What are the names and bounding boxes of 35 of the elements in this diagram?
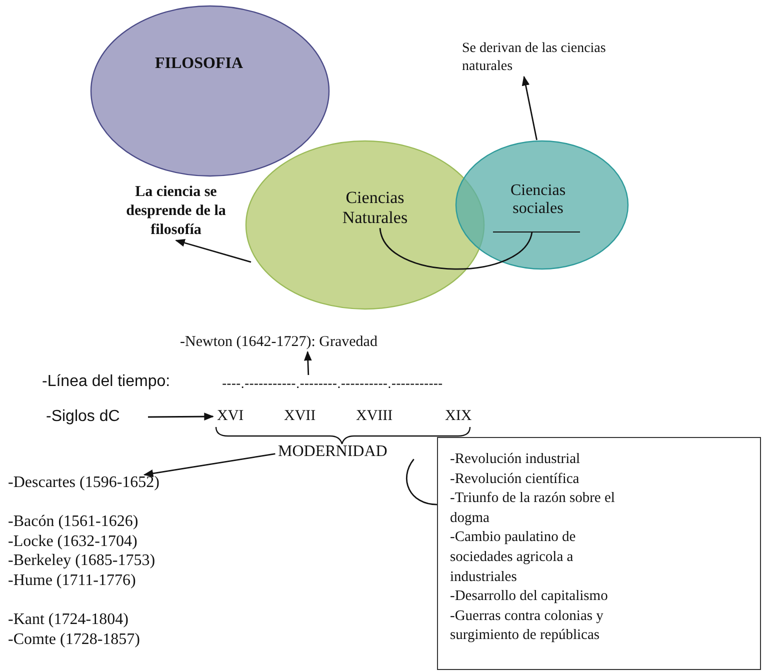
list-item: -Revolución industrial [450,450,580,469]
list-item: -Kant (1724-1804) [8,610,128,630]
list-item: -Hume (1711-1776) [8,570,136,591]
list-item: -Desarrollo del capitalismo [450,587,608,606]
connector-line [379,228,533,270]
century-numeral: XVI [217,408,257,425]
century-numeral: XVII [284,408,324,425]
century-numeral: XIX [445,408,485,425]
list-item: -Comte (1728-1857) [8,630,140,650]
arrow [522,76,538,140]
event-text: -Newton (1642-1727): Gravedad [180,334,470,351]
list-item: -Berkeley (1685-1753) [8,551,156,571]
timeline-dashes: ----.-----------.--------.----------.----------- [222,375,542,391]
list-item: -Descartes (1596-1652) [8,473,160,493]
arrow [304,350,312,376]
connector-line [406,458,438,506]
list-item: -Guerras contra colonias y surgimiento de repúblicas [450,606,604,646]
list-item: -Cambio paulatino de sociedades agricola a industriales [450,528,577,587]
arrow [175,239,252,263]
list-item: -Locke (1632-1704) [8,532,138,552]
list-item: -Revolución científica [450,470,580,489]
title-text: FILOSOFIA [154,55,244,73]
list-item: -Bacón (1561-1626) [8,512,138,532]
arrow [148,412,214,420]
row-label: -Línea del tiempo: [42,373,170,391]
text-box [437,437,761,670]
period-label: MODERNIDAD [278,443,418,461]
ellipse-label: Ciencias sociales [509,182,567,218]
annotation-text: Se derivan de las ciencias naturales [462,40,617,75]
arrow [143,453,276,478]
ellipse-label: Ciencias Naturales [341,188,409,228]
list-item: -Triunfo de la razón sobre el dogma [450,489,616,528]
row-label: -Siglos dC [46,408,146,426]
century-numeral: XVIII [356,408,404,425]
annotation-text: La ciencia se desprende de la filosofía [112,183,240,240]
